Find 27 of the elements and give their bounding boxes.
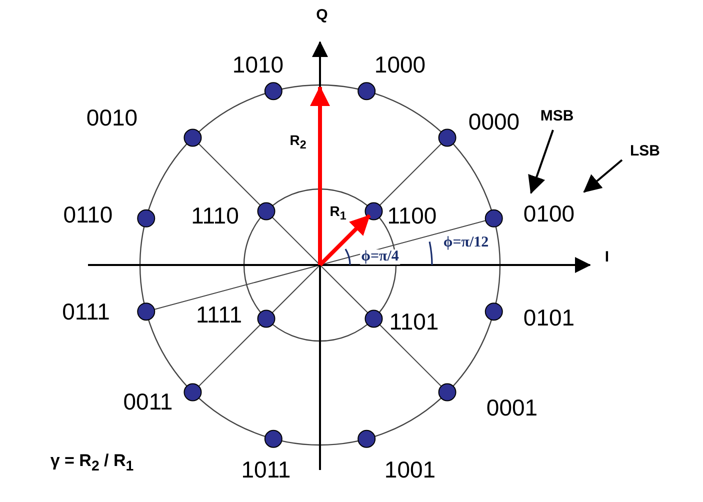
- bit-label: 0010: [86, 106, 138, 130]
- angle-label: ϕ=π/12: [442, 236, 490, 250]
- leader-line: [528, 130, 554, 194]
- bit-label: 0011: [123, 390, 173, 414]
- angle-label: ϕ=π/4: [360, 250, 400, 264]
- bit-label: 0100: [523, 202, 575, 226]
- formula-text: γ = R$_{2}$ / R$_{1}$: [50, 452, 134, 474]
- bit-label: 1000: [374, 54, 426, 76]
- bit-label: 1110: [191, 204, 239, 228]
- bit-label: 0110: [63, 204, 113, 226]
- bit-label: 0001: [486, 396, 538, 420]
- bit-label: 1011: [241, 458, 291, 482]
- bit-label: 1100: [387, 204, 437, 228]
- bit-label: 0111: [62, 300, 110, 324]
- bit-label: 1111: [196, 304, 242, 326]
- vector-label: R$_{1}$: [330, 204, 346, 222]
- bit-label: 1001: [384, 458, 436, 482]
- bit-order-label: MSB: [540, 108, 574, 124]
- bit-label: 0000: [468, 110, 520, 134]
- leader-line: [583, 159, 623, 193]
- bit-order-label: LSB: [630, 144, 660, 158]
- axis-label: I: [604, 250, 610, 264]
- bit-label: 0101: [523, 306, 575, 330]
- bit-label: 1101: [389, 310, 439, 334]
- vector-label: R$_{2}$: [290, 132, 306, 152]
- axis-label: Q: [316, 8, 328, 22]
- bit-label: 1010: [232, 54, 284, 76]
